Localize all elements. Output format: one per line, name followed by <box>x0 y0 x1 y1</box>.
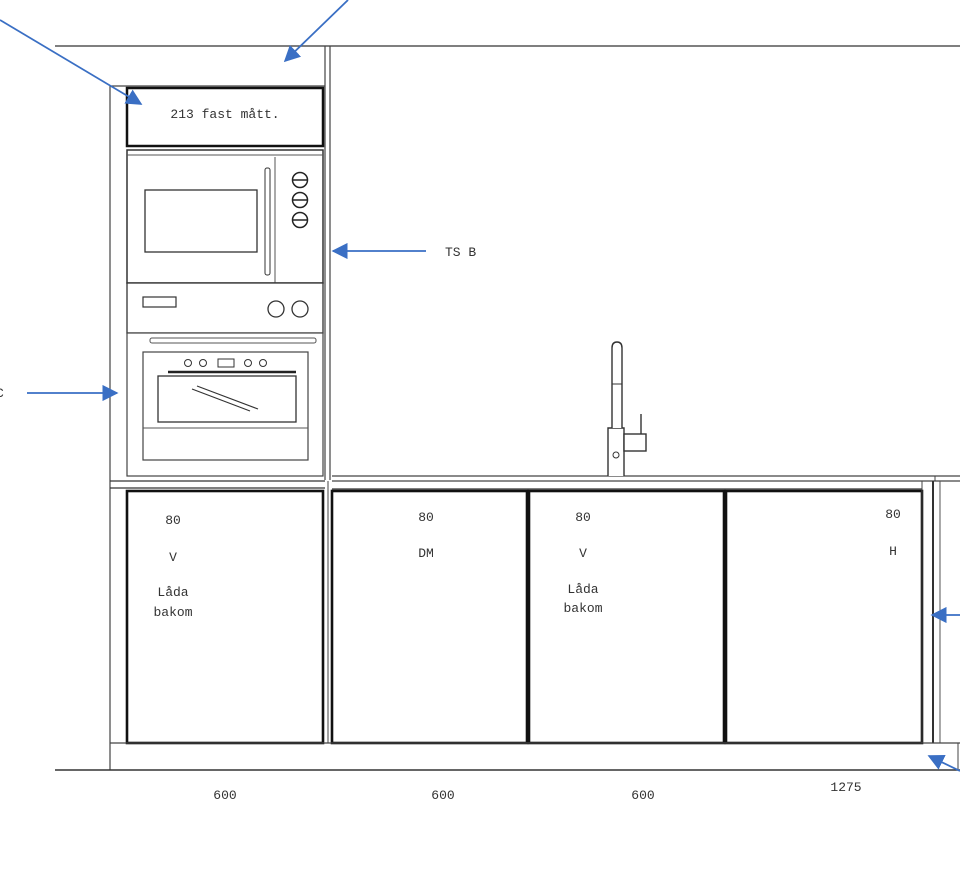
dimension-1: 600 <box>213 788 236 803</box>
cabinet-3-line-1: 80 <box>575 510 591 525</box>
dimension-3: 600 <box>631 788 654 803</box>
annotation-arrows <box>0 0 960 772</box>
cabinet-1-line-3: Låda <box>157 585 188 600</box>
filler-panel: 213 fast mått. <box>125 86 325 148</box>
microwave-knobs <box>291 171 309 229</box>
cabinet-4-line-2: H <box>889 544 897 559</box>
microwave <box>126 149 324 284</box>
base-cabinet-1 <box>125 489 325 745</box>
cabinet-1-line-4: bakom <box>153 605 192 620</box>
cabinet-4-labels: 80 H <box>885 507 901 559</box>
cabinet-2-labels: 80 DM <box>418 510 434 561</box>
cabinet-1-line-2: V <box>169 550 177 565</box>
cabinet-3-labels: 80 V Låda bakom <box>563 510 602 616</box>
cabinet-4-line-1: 80 <box>885 507 901 522</box>
dimensions: 600 600 600 1275 <box>213 780 861 803</box>
plinth <box>55 742 960 771</box>
microwave-handle <box>264 167 271 276</box>
base-cabinet-2 <box>330 489 529 745</box>
cabinet-3-line-3: Låda <box>567 582 598 597</box>
cabinet-3-line-2: V <box>579 546 587 561</box>
cabinet-1-line-1: 80 <box>165 513 181 528</box>
faucet <box>607 341 647 476</box>
left-side-label: C <box>0 386 4 401</box>
cabinet-2-line-1: 80 <box>418 510 434 525</box>
cabinet-2-line-2: DM <box>418 546 434 561</box>
base-cabinets <box>110 480 941 745</box>
oven-control-strip <box>126 282 324 334</box>
arrow-to-top-gap <box>283 0 349 63</box>
arrow-to-filler <box>0 19 143 105</box>
cabinet-1-labels: 80 V Låda bakom <box>153 513 192 620</box>
countertop <box>332 475 960 482</box>
base-cabinet-3 <box>527 489 726 745</box>
microwave-window <box>144 189 258 253</box>
tall-cabinet <box>109 46 331 770</box>
dimension-2: 600 <box>431 788 454 803</box>
oven-window <box>157 375 297 423</box>
tall-cabinet-label: TS B <box>445 245 476 260</box>
oven <box>126 332 324 477</box>
arrow-to-plinth <box>927 755 960 772</box>
filler-panel-label: 213 fast mått. <box>170 107 279 122</box>
cabinet-3-line-4: bakom <box>563 601 602 616</box>
dimension-4: 1275 <box>830 780 861 795</box>
base-cabinet-4 <box>724 489 924 745</box>
